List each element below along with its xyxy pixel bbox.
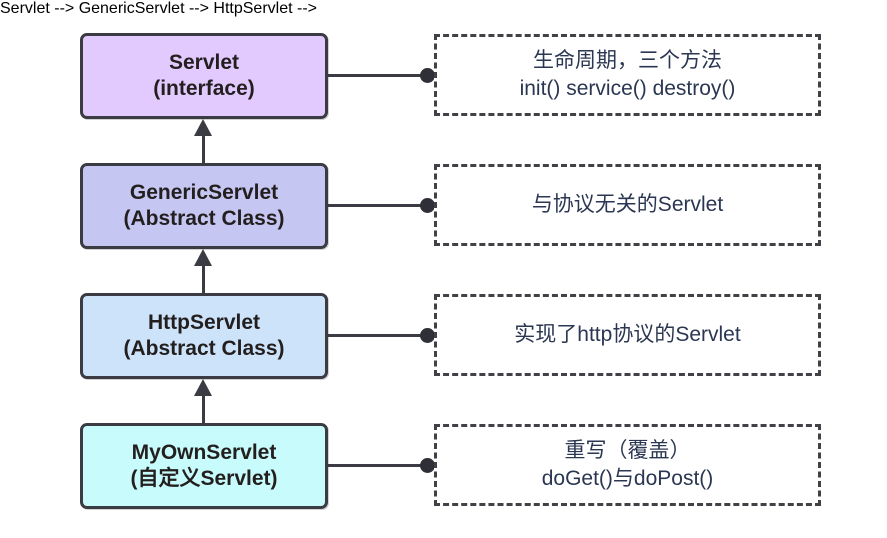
- class-box-my-own-servlet-name: MyOwnServlet: [131, 441, 277, 465]
- class-box-generic-servlet-name: GenericServlet: [129, 181, 279, 205]
- note-box-generic-servlet[interactable]: 与协议无关的Servlet: [434, 164, 821, 246]
- note-box-servlet-line1: 生命周期，三个方法: [533, 48, 722, 72]
- class-box-servlet-name: Servlet: [168, 51, 240, 75]
- class-box-my-own-servlet-kind: (自定义Servlet): [130, 467, 278, 490]
- connector-http-note-endpoint: [420, 328, 435, 343]
- connector-servlet-note-endpoint: [420, 68, 435, 83]
- connector-myown-note-endpoint: [420, 458, 435, 473]
- inheritance-arrow-http-to-generic-head: [194, 249, 212, 266]
- note-box-http-servlet[interactable]: 实现了http协议的Servlet: [434, 294, 821, 376]
- connector-servlet-note-line: [328, 74, 441, 77]
- class-box-http-servlet[interactable]: HttpServlet (Abstract Class): [80, 293, 328, 379]
- inheritance-arrow-http-to-generic-stem: [202, 266, 205, 294]
- note-box-generic-servlet-line1: 与协议无关的Servlet: [531, 192, 724, 216]
- inheritance-arrow-generic-to-servlet-stem: [202, 136, 205, 164]
- class-box-servlet-kind: (interface): [153, 77, 255, 100]
- note-box-my-own-servlet-line2: doGet()与doPost(): [541, 467, 714, 490]
- class-box-generic-servlet[interactable]: GenericServlet (Abstract Class): [80, 163, 328, 249]
- inheritance-arrow-myown-to-http-stem: [202, 396, 205, 424]
- note-box-servlet[interactable]: 生命周期，三个方法 init() service() destroy(): [434, 34, 821, 116]
- connector-http-note-line: [328, 334, 441, 337]
- note-box-servlet-line2: init() service() destroy(): [519, 77, 736, 100]
- class-box-my-own-servlet[interactable]: MyOwnServlet (自定义Servlet): [80, 423, 328, 509]
- connector-generic-note-endpoint: [420, 198, 435, 213]
- class-box-http-servlet-name: HttpServlet: [147, 311, 261, 335]
- connector-generic-note-line: [328, 204, 441, 207]
- note-box-http-servlet-line1: 实现了http协议的Servlet: [514, 322, 741, 346]
- inheritance-arrow-generic-to-servlet-head: [194, 119, 212, 136]
- class-box-http-servlet-kind: (Abstract Class): [123, 337, 285, 360]
- connector-myown-note-line: [328, 464, 441, 467]
- class-box-servlet[interactable]: Servlet (interface): [80, 33, 328, 119]
- note-box-my-own-servlet-line1: 重写（覆盖）: [564, 438, 691, 462]
- note-box-my-own-servlet[interactable]: 重写（覆盖） doGet()与doPost(): [434, 424, 821, 506]
- class-box-generic-servlet-kind: (Abstract Class): [123, 207, 285, 230]
- inheritance-arrow-myown-to-http-head: [194, 379, 212, 396]
